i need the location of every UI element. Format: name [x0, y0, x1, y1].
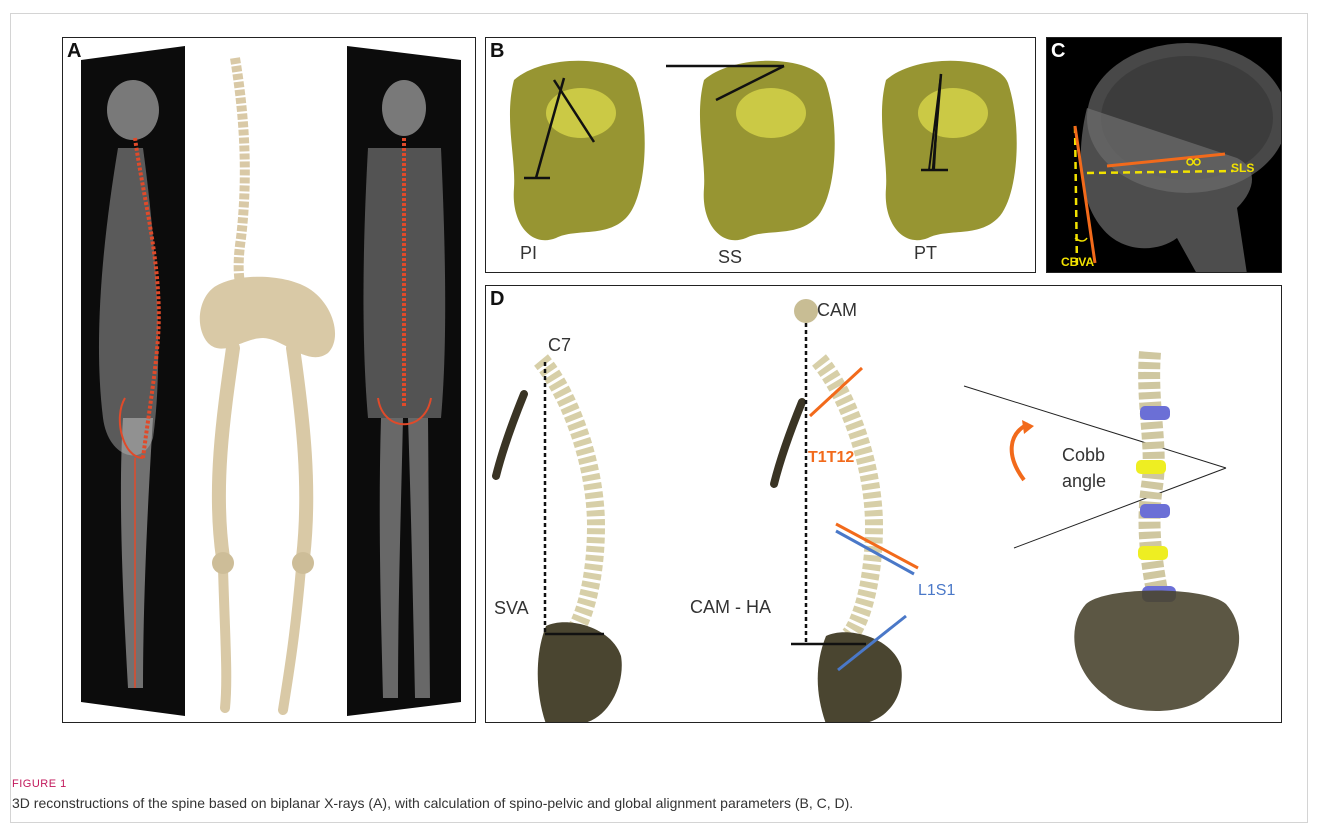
label-cam-ha: CAM - HA [690, 597, 771, 618]
panel-a-illustration [63, 38, 476, 723]
label-cbva: CBVA [1061, 255, 1094, 269]
panel-b-letter: B [490, 40, 504, 63]
panel-c-illustration [1047, 38, 1282, 273]
spine-cam [774, 299, 918, 723]
label-cam: CAM [817, 300, 857, 321]
panel-a-letter: A [67, 40, 81, 63]
label-pt: PT [914, 243, 937, 264]
label-pi: PI [520, 243, 537, 264]
panel-c: C SLS CBVA [1046, 37, 1282, 273]
label-sva: SVA [494, 598, 529, 619]
spine-cobb [964, 352, 1239, 711]
label-l1s1: L1S1 [918, 582, 955, 600]
figure-caption-heading: FIGURE 1 [12, 778, 67, 790]
spine-sva [496, 360, 622, 723]
panel-b: B PI SS PT [485, 37, 1036, 273]
panel-d-illustration [486, 286, 1282, 723]
panel-a: A [62, 37, 476, 723]
pelvis-ss [666, 61, 835, 240]
pelvis-pt [882, 61, 1017, 240]
label-t1t12: T1T12 [808, 449, 854, 467]
label-cobb-angle: Cobb angle [1062, 442, 1106, 494]
label-sls: SLS [1231, 161, 1254, 175]
label-c7: C7 [548, 335, 571, 356]
pelvis-pi [510, 61, 645, 240]
figure-caption-text: 3D reconstructions of the spine based on… [12, 795, 853, 811]
panel-c-letter: C [1051, 40, 1065, 63]
panel-d: D [485, 285, 1282, 723]
panel-b-illustration [486, 38, 1036, 273]
panel-d-letter: D [490, 288, 504, 311]
label-ss: SS [718, 247, 742, 268]
